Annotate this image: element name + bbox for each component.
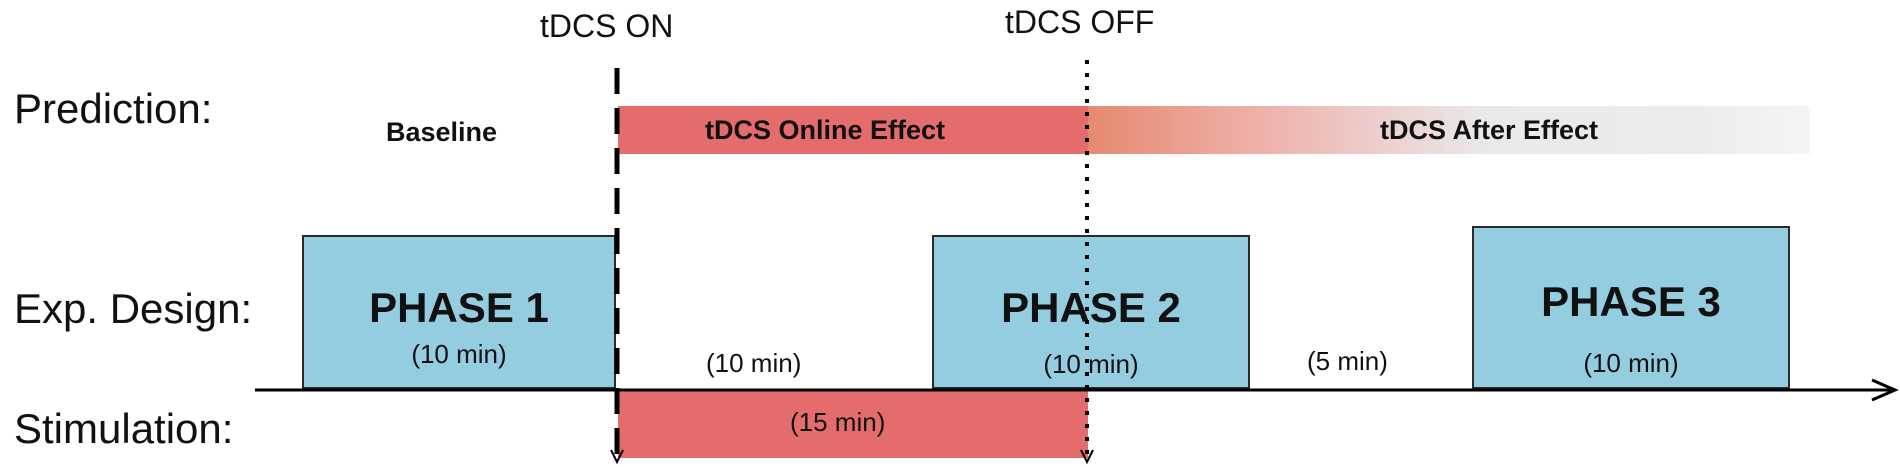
- stimulation-duration: (15 min): [790, 407, 886, 437]
- phase-1-title: PHASE 1: [369, 284, 549, 331]
- stimulation-bar: [618, 390, 1088, 458]
- after-effect-bar: [1088, 106, 1810, 154]
- stimulation-row-label: Stimulation:: [14, 405, 234, 452]
- phase-1-box: PHASE 1 (10 min): [302, 235, 616, 389]
- phase-3-title: PHASE 3: [1541, 278, 1721, 325]
- phase-3-duration: (10 min): [1583, 348, 1679, 378]
- phase-2-box: PHASE 2 (10 min): [932, 235, 1250, 389]
- timeline-arrowhead: [1871, 378, 1899, 402]
- tdcs-on-marker-arrow: [610, 449, 624, 465]
- gap-1-duration: (10 min): [706, 348, 802, 378]
- phase-2-duration: (10 min): [1043, 349, 1139, 379]
- phase-1-duration: (10 min): [411, 339, 507, 369]
- design-row-label: Exp. Design:: [14, 285, 253, 332]
- tdcs-off-label: tDCS OFF: [1005, 4, 1155, 40]
- phase-2-title: PHASE 2: [1001, 284, 1181, 331]
- tdcs-on-label: tDCS ON: [540, 8, 674, 44]
- online-effect-bar: [618, 106, 1088, 154]
- phase-3-box: PHASE 3 (10 min): [1472, 226, 1790, 389]
- tdcs-off-marker-arrow: [1080, 449, 1094, 465]
- baseline-label: Baseline: [386, 117, 498, 147]
- gap-2-duration: (5 min): [1307, 346, 1388, 376]
- prediction-row-label: Prediction:: [14, 85, 213, 132]
- after-effect-label: tDCS After Effect: [1380, 115, 1599, 145]
- online-effect-label: tDCS Online Effect: [705, 115, 946, 145]
